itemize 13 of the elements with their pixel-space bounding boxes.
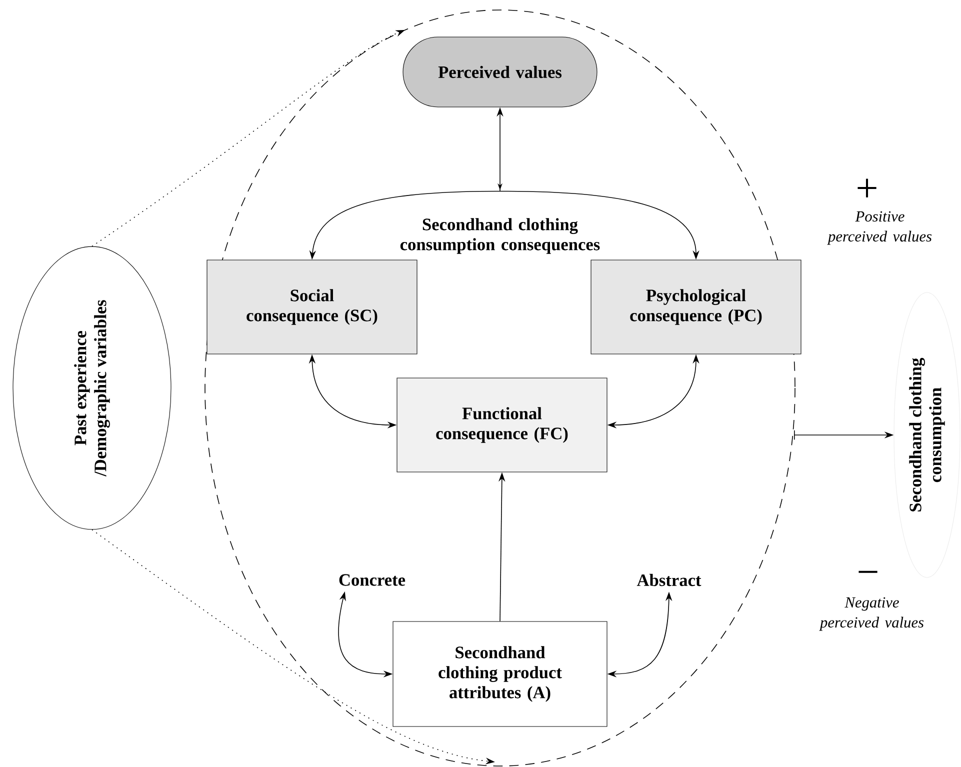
process-box: Social consequence (SC) <box>206 260 418 354</box>
process-box: Functional consequence (FC) <box>396 378 608 472</box>
ellipse-node: Secondhand clothing consumption <box>894 292 960 578</box>
side-label: Abstract <box>636 574 702 586</box>
side-label: Concrete <box>339 574 406 586</box>
plus-sign: + <box>858 178 876 198</box>
group-label: Secondhand clothing consumption consequences <box>400 218 600 254</box>
process-box: Secondhand clothing product attributes (A) <box>392 621 608 727</box>
rounded-box: Perceived values <box>402 36 598 108</box>
process-box: Psychological consequence (PC) <box>590 260 802 354</box>
ellipse-node: Past experience /Demographic variables <box>12 246 172 530</box>
note-text: Positive perceived values <box>827 211 932 245</box>
note-text: Negative perceived values <box>819 597 924 631</box>
